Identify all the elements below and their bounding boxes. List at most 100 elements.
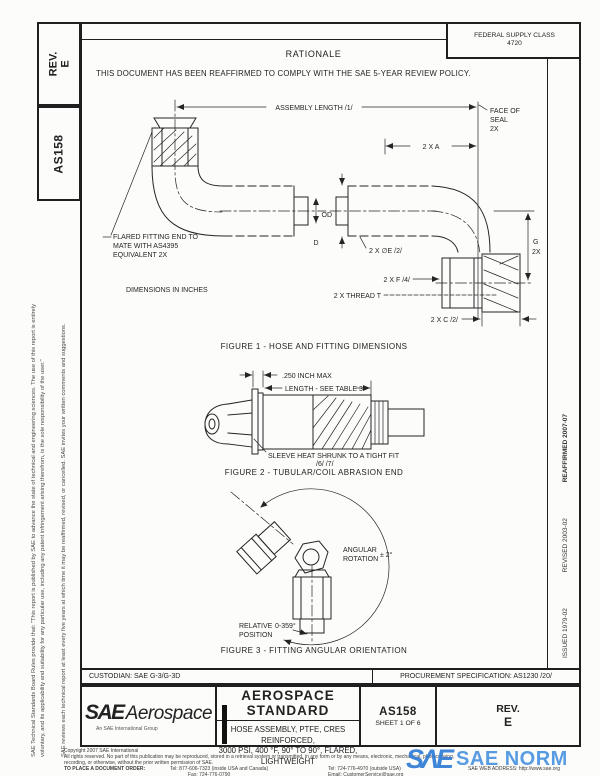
tel-inside: Tel: 877-606-7323 (inside USA and Canada… (170, 765, 269, 772)
document-title: HOSE ASSEMBLY, PTFE, CRES REINFORCED, 30… (217, 721, 359, 767)
left-margin-disclaimer: SAE Technical Standards Board Rules prov… (30, 157, 48, 757)
copyright-line: Copyright 2007 SAE International (64, 748, 139, 754)
figure-3-caption: FIGURE 3 - FITTING ANGULAR ORIENTATION (220, 646, 408, 655)
left-elbow-fitting (151, 99, 225, 237)
dim-e-label: 2 X ∅E /2/ (369, 248, 402, 255)
swivel-joint (294, 540, 329, 574)
rev-label: REV. (496, 703, 520, 715)
thread-label: 2 X THREAD T (334, 293, 382, 300)
figure-1-caption: FIGURE 1 - HOSE AND FITTING DIMENSIONS (220, 342, 408, 351)
watermark-name: SAE NORM (456, 748, 568, 770)
hose-end-drawing (204, 388, 425, 455)
standard-kind: AEROSPACE STANDARD (217, 687, 359, 721)
disclaimer-line-1: SAE Technical Standards Board Rules prov… (31, 304, 37, 757)
flared-text-2: MATE WITH AS4395 (113, 243, 178, 250)
dim-f-note: 2 X F /4/ (384, 276, 440, 284)
dim-g2x-label: 2X (532, 249, 541, 256)
sae-norm-watermark: SΛE SAE NORM (406, 744, 568, 774)
assembly-length-label: ASSEMBLY LENGTH /1/ (275, 105, 352, 112)
dim-d: D (313, 198, 319, 247)
order-label: TO PLACE A DOCUMENT ORDER: (64, 765, 146, 772)
dim-c: 2 X C /2/ (431, 312, 537, 327)
relative-label-1: RELATIVE (239, 623, 273, 630)
angular-tolerance: ± 2° (380, 551, 393, 559)
thread-note: 2 X THREAD T (334, 293, 499, 300)
flared-end-callout: FLARED FITTING END TO MATE WITH AS4395 E… (102, 131, 198, 259)
procurement-cell: PROCUREMENT SPECIFICATION: AS1230 /20/ (400, 673, 552, 680)
flared-text-3: EQUIVALENT 2X (113, 252, 168, 259)
dim-assembly-length: ASSEMBLY LENGTH /1/ (176, 104, 477, 112)
dim-od: OD (322, 173, 345, 249)
dim-g: G 2X (493, 210, 541, 281)
sleeve-callout: SLEEVE HEAT SHRUNK TO A TIGHT FIT /6/ /7… (253, 438, 400, 468)
rev-tab-box: REV. E (37, 22, 81, 106)
length-label: LENGTH - SEE TABLE 3 (285, 386, 363, 393)
face-of-seal-text-1: FACE OF (490, 108, 520, 115)
web-address: SAE WEB ADDRESS: http://www.sae.org (468, 765, 560, 772)
rights-line-1: All rights reserved. No part of this pub… (64, 754, 455, 760)
rev-tab-value: E (58, 60, 71, 68)
angular-label-1: ANGULAR (343, 547, 377, 554)
tel-outside: Tel: 724-776-4970 (outside USA) (328, 765, 401, 772)
angular-rotation-note: ANGULAR ROTATION ± 2° (343, 547, 393, 563)
custodian-row: CUSTODIAN: SAE G-3/G-3D PROCUREMENT SPEC… (80, 668, 581, 685)
title-block: SAE Aerospace An SAE International Group… (80, 685, 581, 766)
dim-g-label: G (533, 239, 538, 246)
units-note: DIMENSIONS IN INCHES (126, 287, 208, 294)
dim-2xa-label: 2 X A (423, 144, 440, 151)
doc-number-tab-box: AS158 (37, 106, 81, 201)
rev-tab-label: REV. (46, 51, 59, 77)
logo-tagline: An SAE International Group (96, 725, 158, 732)
right-elbow-fitting (431, 185, 533, 313)
rights-line-2: recording, or otherwise, without the pri… (64, 759, 214, 766)
logo-aerospace-text: Aerospace (125, 702, 213, 724)
left-margin-review-note: SAE reviews each technical report at lea… (61, 323, 67, 757)
watermark-logo: SΛE (406, 744, 454, 774)
fsc-value: 4720 (507, 39, 522, 47)
rev-tab: REV. E (47, 52, 71, 77)
rationale-body: THIS DOCUMENT HAS BEEN REAFFIRMED TO COM… (96, 69, 471, 78)
custodian-cell: CUSTODIAN: SAE G-3/G-3D (82, 670, 373, 683)
figure-3-drawing: ANGULAR ROTATION ± 2° RELATIVE POSITION … (230, 488, 393, 646)
doc-number-tab: AS158 (51, 133, 66, 174)
sleeve-label-2: /6/ /7/ (316, 461, 334, 468)
sae-aerospace-logo: SAE Aerospace An SAE International Group (82, 687, 217, 745)
federal-supply-class-box: FEDERAL SUPPLY CLASS 4720 (446, 22, 581, 59)
rationale-heading: RATIONALE (285, 49, 342, 59)
doc-number-cell: AS158 SHEET 1 OF 6 (361, 687, 437, 745)
header-rule (81, 39, 446, 40)
fax: Fax: 724-776-0790 (188, 771, 231, 776)
relative-position-note: RELATIVE POSITION 0-359° (239, 622, 308, 639)
rev-value: E (503, 715, 512, 729)
title-line-2: 3000 PSI, 400 °F, 90° TO 90°, FLARED, (218, 746, 358, 755)
dim-od-label: OD (322, 212, 333, 219)
revision-change-bar (222, 705, 227, 744)
title-block-main: AEROSPACE STANDARD HOSE ASSEMBLY, PTFE, … (217, 687, 361, 766)
dim-c-label: 2 X C /2/ (431, 317, 458, 324)
right-strip-rule (547, 59, 548, 668)
hose-left (219, 185, 327, 237)
face-of-seal-note: FACE OF SEAL 2X (478, 104, 520, 133)
email: Email: CustomerService@sae.org (328, 771, 404, 776)
upper-fitting (236, 521, 292, 575)
logo-sae-text: SAE (84, 700, 125, 724)
upper-centerline (230, 491, 294, 545)
flared-text-1: FLARED FITTING END TO (113, 234, 198, 241)
sheet-number: SHEET 1 OF 6 (375, 719, 421, 727)
face-of-seal-text-3: 2X (490, 126, 499, 133)
figure-2-caption: FIGURE 2 - TUBULAR/COIL ABRASION END (224, 468, 404, 477)
disclaimer-line-2: voluntary, and its applicability and sui… (40, 359, 46, 757)
rotation-arc (260, 488, 390, 646)
fsc-label: FEDERAL SUPPLY CLASS (474, 31, 555, 39)
rev-cell: REV. E (437, 687, 579, 745)
angular-label-2: ROTATION (343, 556, 378, 563)
max-gap-label: .250 INCH MAX (282, 373, 332, 380)
title-line-1: HOSE ASSEMBLY, PTFE, CRES REINFORCED, (230, 725, 346, 745)
relative-label-2: POSITION (239, 632, 272, 639)
face-of-seal-text-2: SEAL (490, 117, 508, 124)
figure-1-drawing: D OD (102, 99, 541, 327)
dim-f-label: 2 X F /4/ (384, 277, 411, 284)
doc-number: AS158 (379, 705, 417, 718)
relative-range: 0-359° (275, 622, 296, 630)
